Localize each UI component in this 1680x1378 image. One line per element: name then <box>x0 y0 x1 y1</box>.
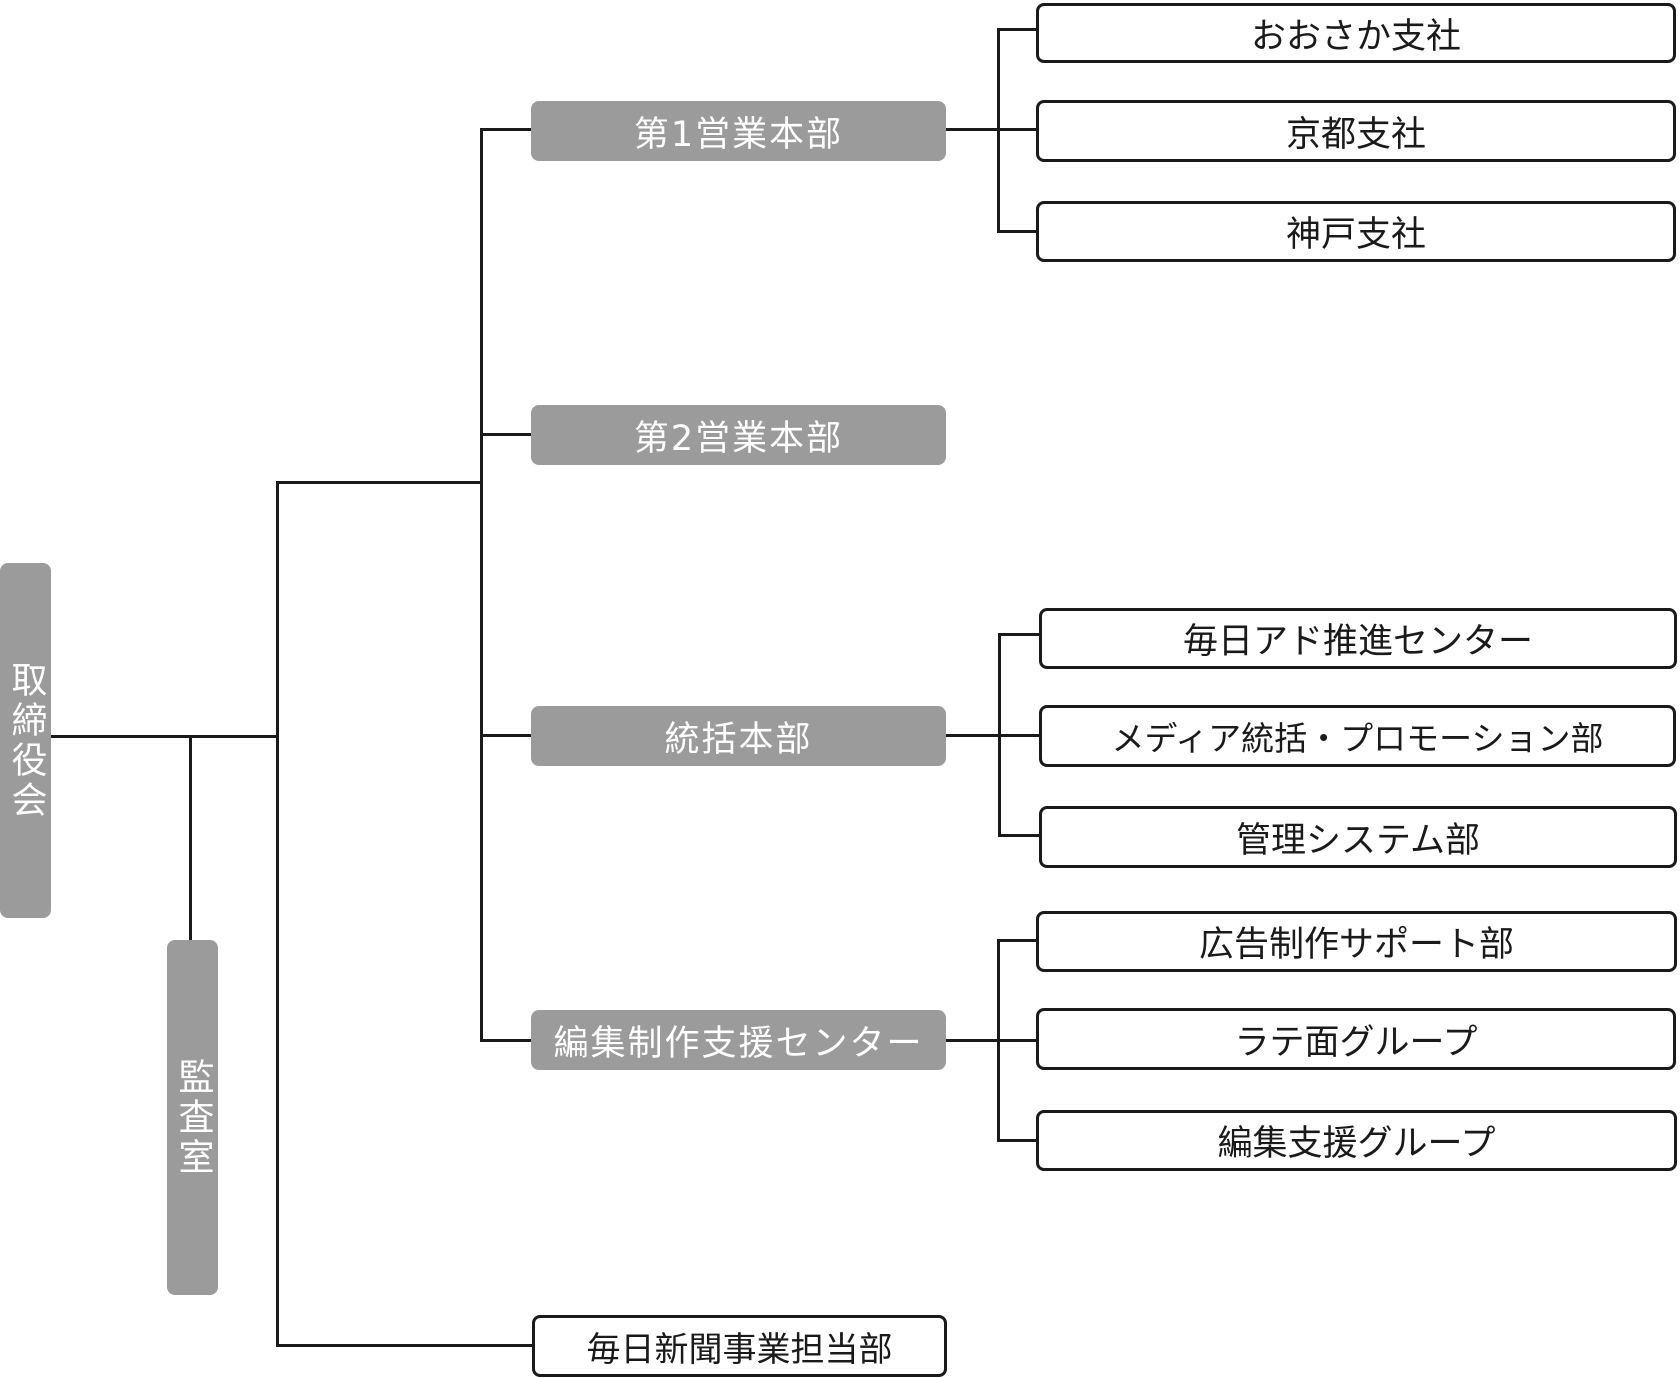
connector-news-dept <box>276 1344 532 1347</box>
connector-sales1-out <box>946 128 999 131</box>
connector-sales1 <box>480 128 531 131</box>
node-newspaper-business-dept: 毎日新聞事業担当部 <box>532 1315 947 1377</box>
connector-kobe <box>997 230 1036 233</box>
connector-audit-vertical <box>189 735 192 940</box>
node-audit-office: 監査室 <box>167 940 218 1295</box>
node-media-promotion-dept: メディア統括・プロモーション部 <box>1039 705 1676 767</box>
connector-board-horizontal <box>51 735 277 738</box>
connector-ad-center <box>998 633 1039 636</box>
node-board: 取締役会 <box>0 563 51 918</box>
connector-edit-center <box>480 1039 531 1042</box>
node-management-system-dept: 管理システム部 <box>1039 806 1677 868</box>
connector-general <box>480 734 531 737</box>
node-sales-division-1: 第1営業本部 <box>531 101 946 161</box>
node-ad-promotion-center: 毎日アド推進センター <box>1039 608 1677 669</box>
connector-divisions-bus <box>480 128 483 1042</box>
node-kobe-branch: 神戸支社 <box>1036 201 1676 262</box>
connector-ad-production <box>997 939 1036 942</box>
node-editing-support-group: 編集支援グループ <box>1036 1110 1677 1171</box>
node-sales-division-2: 第2営業本部 <box>531 405 946 465</box>
connector-general-out <box>946 734 1000 737</box>
node-osaka-branch: おおさか支社 <box>1036 3 1676 63</box>
node-general-headquarters: 統括本部 <box>531 706 946 766</box>
connector-rate-group <box>997 1039 1036 1042</box>
connector-media-promo <box>998 734 1039 737</box>
connector-main-trunk <box>276 481 279 1347</box>
connector-trunk-to-divisions <box>276 481 482 484</box>
node-editing-support-center: 編集制作支援センター <box>531 1010 946 1070</box>
connector-edit-support <box>997 1139 1036 1142</box>
connector-edit-center-out <box>946 1039 999 1042</box>
node-ad-production-support-dept: 広告制作サポート部 <box>1036 911 1677 972</box>
node-rate-page-group: ラテ面グループ <box>1036 1008 1676 1070</box>
node-kyoto-branch: 京都支社 <box>1036 100 1676 162</box>
connector-osaka <box>997 28 1036 31</box>
connector-kyoto <box>997 128 1036 131</box>
connector-mgmt-system <box>998 834 1039 837</box>
connector-sales2 <box>480 433 531 436</box>
